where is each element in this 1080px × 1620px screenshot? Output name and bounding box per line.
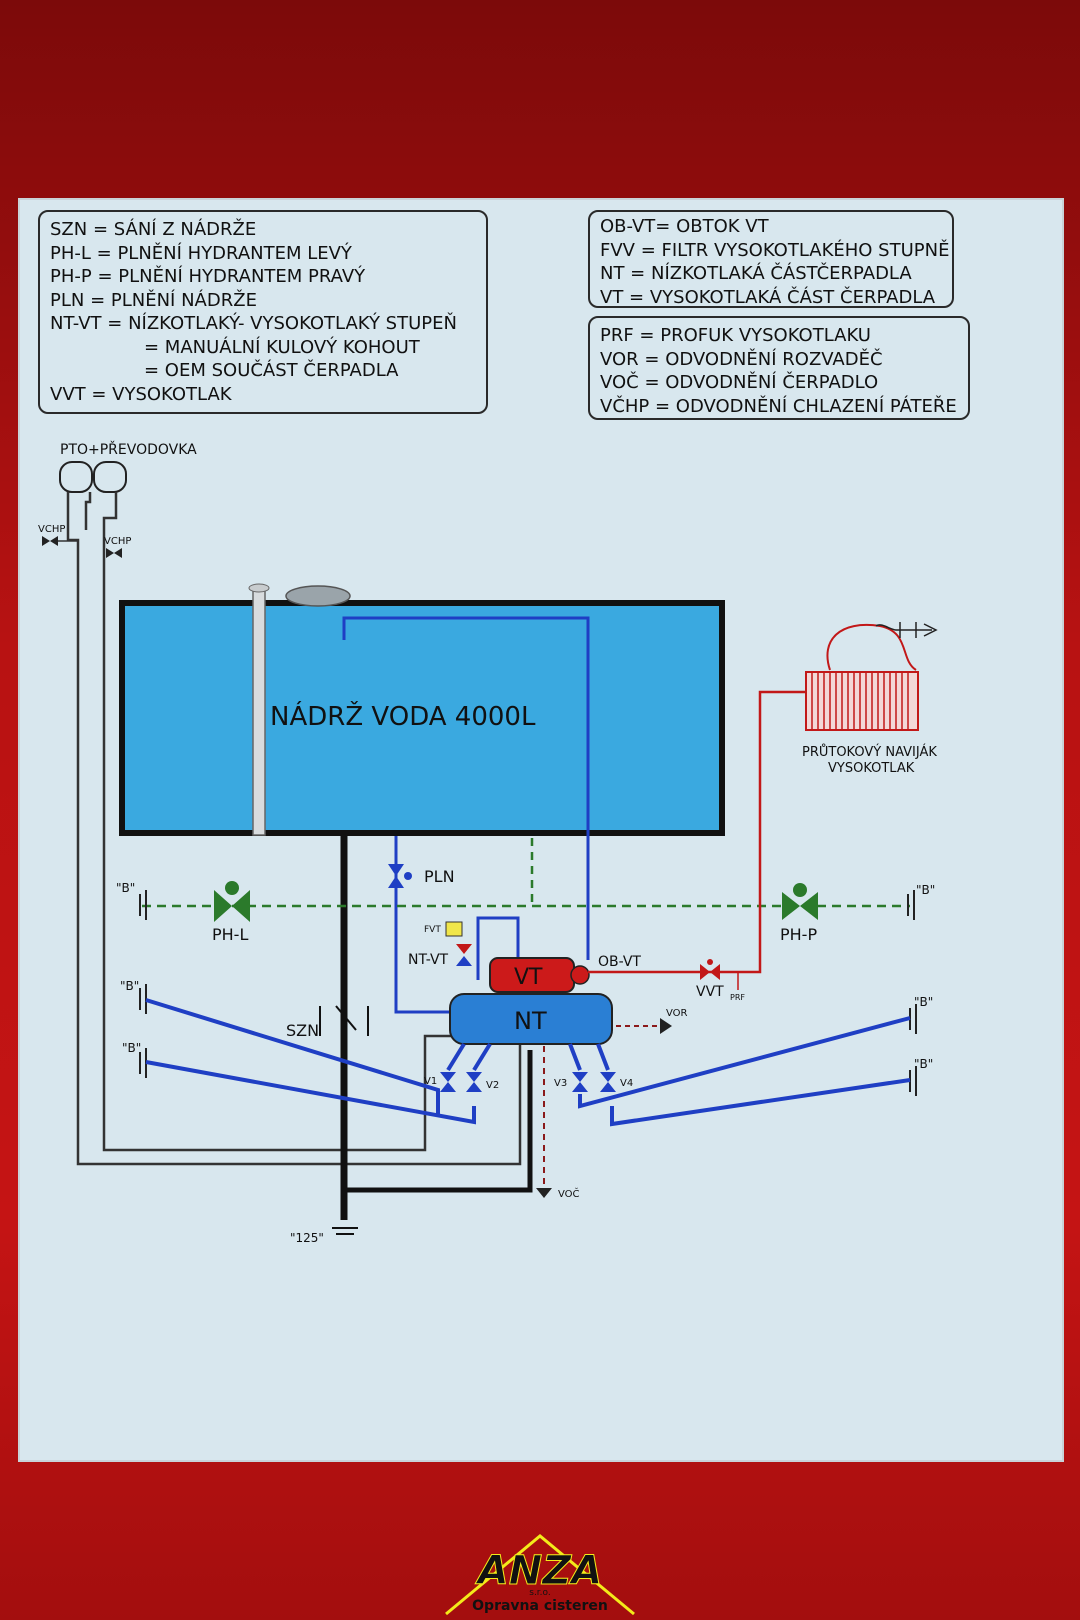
b-label-php: "B"	[916, 883, 935, 897]
voc-valve	[536, 1188, 552, 1198]
legend-prf: PRF = PROFUK VYSOKOTLAKU	[600, 325, 871, 346]
legend-obvt: OB-VT= OBTOK VT	[600, 216, 769, 237]
legend-php: PH-P = PLNĚNÍ HYDRANTEM PRAVÝ	[50, 266, 366, 287]
fvt-label: FVT	[424, 925, 441, 935]
anza-logo: ANZA s.r.o. Opravna cisteren	[445, 1534, 635, 1616]
pto-box-1	[59, 461, 93, 493]
b-label-v1: "B"	[120, 979, 139, 993]
suction-line-v2	[145, 1060, 476, 1125]
label-125: "125"	[290, 1231, 324, 1245]
water-tank	[119, 600, 725, 836]
ntvt-loop	[476, 916, 520, 980]
pln-valve	[388, 864, 404, 888]
logo-tagline: Opravna cisteren	[472, 1598, 608, 1614]
legend-vvt: VVT = VYSOKOTLAK	[50, 383, 232, 405]
v2-valve	[466, 1072, 482, 1092]
szn-valve	[335, 1005, 357, 1031]
suction-line-v1	[145, 998, 440, 1116]
vt-label: VT	[514, 965, 543, 990]
phl-label: PH-L	[212, 925, 248, 944]
logo-sro: s.r.o.	[529, 1588, 551, 1598]
legend-pln: PLN = PLNĚNÍ NÁDRŽE	[50, 289, 257, 311]
vvt-label: VVT	[696, 984, 724, 1000]
v4-label: V4	[620, 1078, 633, 1089]
vchp-right-valve	[106, 548, 122, 558]
v3-valve	[572, 1072, 588, 1092]
php-valve	[782, 892, 818, 920]
schematic-panel: SZN = SÁNÍ Z NÁDRŽE PH-L = PLNĚNÍ HYDRAN…	[18, 198, 1064, 1462]
legend-right-top-box: OB-VT= OBTOK VT FVV = FILTR VYSOKOTLAKÉH…	[588, 210, 954, 308]
cooling-line-inner	[102, 492, 452, 1152]
legend-voc: VOČ = ODVODNĚNÍ ČERPADLO	[600, 372, 879, 393]
legend-fvv: FVV = FILTR VYSOKOTLAKÉHO STUPNĚ	[600, 239, 950, 261]
vor-label: VOR	[666, 1008, 688, 1019]
szn-label: SZN	[286, 1021, 319, 1040]
cooling-line-outer	[66, 492, 522, 1166]
prf-label: PRF	[730, 993, 745, 1002]
v1-valve	[440, 1072, 456, 1092]
vchp-left-label: VCHP	[38, 524, 65, 535]
suction-line-v4	[610, 1078, 911, 1127]
legend-vt: VT = VYSOKOTLAKÁ ČÁST ČERPADLA	[600, 286, 936, 308]
v2-label: V2	[486, 1080, 499, 1091]
hose	[826, 623, 917, 671]
piping-diagram: PTO+PŘEVODOVKA VCHP VCHP NÁDRŽ VODA 4000…	[38, 441, 938, 1245]
vvt-valve	[700, 964, 720, 980]
tank-vent-pipe	[252, 589, 266, 836]
v4-valve	[600, 1072, 616, 1092]
pln-label: PLN	[424, 867, 455, 886]
legend-right-bottom-box: PRF = PROFUK VYSOKOTLAKU VOR = ODVODNĚNÍ…	[588, 316, 970, 420]
tank-label: NÁDRŽ VODA 4000L	[270, 700, 536, 732]
fvt-filter	[445, 921, 463, 937]
legend-nt: NT = NÍZKOTLAKÁ ČÁSTČERPADLA	[600, 263, 912, 284]
v1-label: V1	[424, 1076, 437, 1087]
logo-text: ANZA	[475, 1548, 602, 1594]
suction-line-v3	[578, 1016, 911, 1109]
v3-label: V3	[554, 1078, 567, 1089]
voc-label: VOČ	[558, 1187, 580, 1200]
legend-ntvt: NT-VT = NÍZKOTLAKÝ- VYSOKOTLAKÝ STUPEŇ	[50, 313, 457, 334]
php-label: PH-P	[780, 925, 817, 944]
overflow-line	[342, 616, 590, 960]
pto-box-2	[93, 461, 127, 493]
reel-label-1: PRŮTOKOVÝ NAVIJÁK	[802, 744, 937, 760]
legend-vchp: VČHP = ODVODNĚNÍ CHLAZENÍ PÁTEŘE	[600, 395, 957, 417]
reel-label-2: VYSOKOTLAK	[828, 761, 915, 776]
b-label-v4: "B"	[914, 995, 933, 1009]
b-label-phl: "B"	[116, 881, 135, 895]
b-label-v3: "B"	[914, 1057, 933, 1071]
nt-pump	[449, 993, 613, 1045]
ntvt-valve	[456, 944, 472, 954]
hose-reel	[805, 671, 919, 731]
hose-nozzle	[875, 624, 932, 631]
pto-label: PTO+PŘEVODOVKA	[60, 441, 197, 458]
vor-valve	[660, 1018, 672, 1034]
tank-hatch	[285, 585, 351, 607]
nt-label: NT	[514, 1007, 547, 1035]
legend-ball-valve: = MANUÁLNÍ KULOVÝ KOHOUT	[144, 336, 420, 358]
vchp-left-valve	[42, 536, 58, 546]
legend-left-box: SZN = SÁNÍ Z NÁDRŽE PH-L = PLNĚNÍ HYDRAN…	[38, 210, 488, 414]
high-pressure-line	[588, 690, 806, 974]
legend-szn: SZN = SÁNÍ Z NÁDRŽE	[50, 219, 257, 240]
legend-vor: VOR = ODVODNĚNÍ ROZVADĚČ	[600, 348, 883, 370]
vchp-right-label: VCHP	[104, 536, 131, 547]
logo-roof	[445, 1534, 635, 1616]
phl-valve	[214, 890, 250, 922]
legend-oem-part: = OEM SOUČÁST ČERPADLA	[144, 360, 399, 381]
ntvt-label: NT-VT	[408, 952, 449, 968]
fill-line	[394, 836, 450, 1014]
obvt-label: OB-VT	[598, 954, 641, 970]
legend-phl: PH-L = PLNĚNÍ HYDRANTEM LEVÝ	[50, 242, 352, 264]
b-label-v2: "B"	[122, 1041, 141, 1055]
